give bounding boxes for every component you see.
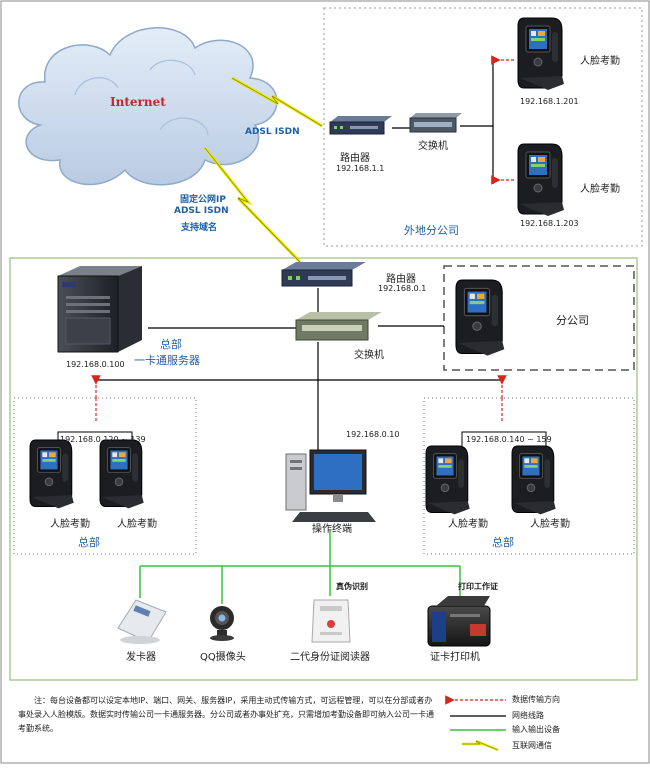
- right-group-title: 总部: [492, 536, 514, 549]
- legend-data-direction: 数据传输方向: [512, 695, 560, 704]
- branch-frame: [443, 265, 635, 371]
- face-attendance-terminal-icon: [511, 445, 556, 515]
- face-attendance-terminal-icon: [425, 445, 470, 515]
- terminal-label: 操作终端: [312, 524, 352, 535]
- id-reader-note: 真伪识别: [336, 582, 368, 591]
- left-device2-label: 人脸考勤: [117, 519, 157, 530]
- adsl-isdn-hq-label: ADSL ISDN: [174, 206, 229, 216]
- hq-router-label: 路由器: [386, 274, 416, 285]
- hq-router-ip: 192.168.0.1: [378, 284, 427, 293]
- server-ip: 192.168.0.100: [66, 360, 125, 369]
- switch-icon: [295, 312, 382, 341]
- card-printer-icon: [427, 596, 491, 647]
- remote-device2-ip: 192.168.1.203: [520, 219, 579, 228]
- face-attendance-terminal-icon: [517, 17, 564, 90]
- id-reader-label: 二代身份证阅读器: [290, 652, 370, 663]
- right-device1-label: 人脸考勤: [448, 519, 488, 530]
- switch-icon: [409, 113, 462, 133]
- remote-router-label: 路由器: [340, 153, 370, 164]
- right-group-range: 192.168.0.140 ~ 159: [466, 435, 552, 444]
- left-group-frame: [13, 397, 197, 555]
- right-device2-label: 人脸考勤: [530, 519, 570, 530]
- server-title-1: 总部: [160, 338, 182, 351]
- face-attendance-terminal-icon: [517, 143, 564, 216]
- remote-router-ip: 192.168.1.1: [336, 164, 385, 173]
- webcam-icon: [210, 606, 234, 641]
- card-issuer-label: 发卡器: [126, 652, 156, 663]
- remote-branch-title: 外地分公司: [404, 224, 459, 237]
- remote-device1-ip: 192.168.1.201: [520, 97, 579, 106]
- remote-device2-label: 人脸考勤: [580, 184, 620, 195]
- remote-device1-label: 人脸考勤: [580, 56, 620, 67]
- server-icon: [57, 266, 142, 353]
- card-reader-icon: [117, 599, 167, 644]
- camera-label: QQ摄像头: [200, 652, 246, 663]
- router-icon: [329, 116, 392, 135]
- left-device1-label: 人脸考勤: [50, 519, 90, 530]
- left-group-title: 总部: [78, 536, 100, 549]
- right-group-frame: [423, 397, 635, 555]
- internet-label: Internet: [110, 95, 166, 109]
- legend-network-line-label: 网络线路: [512, 711, 544, 720]
- remote-branch-frame: [323, 7, 643, 247]
- domain-support-label: 支持域名: [181, 223, 218, 233]
- remote-switch-label: 交换机: [418, 141, 448, 152]
- router-icon: [281, 262, 366, 287]
- left-group-range: 192.168.0.120 ~ 139: [60, 435, 146, 444]
- server-title-2: 一卡通服务器: [134, 354, 200, 367]
- face-attendance-terminal-icon: [99, 439, 144, 509]
- branch-label: 分公司: [556, 314, 589, 327]
- internet-link-hq: [203, 147, 302, 264]
- computer-icon: [285, 449, 376, 522]
- footer-note: 注：每台设备都可以设定本地IP、端口、网关、服务器IP，采用主动式传输方式，可远…: [18, 696, 434, 733]
- terminal-ip: 192.168.0.10: [346, 430, 400, 439]
- card-printer-note: 打印工作证: [458, 582, 498, 591]
- card-printer-label: 证卡打印机: [430, 652, 480, 663]
- static-ip-label: 固定公网IP: [180, 195, 226, 205]
- adsl-isdn-label: ADSL ISDN: [245, 127, 300, 137]
- internet-cloud-icon: [18, 27, 278, 186]
- id-card-reader-icon: [311, 599, 351, 643]
- hq-switch-label: 交换机: [354, 350, 384, 361]
- legend-internet-line: [462, 739, 499, 752]
- face-attendance-terminal-icon: [455, 279, 505, 356]
- face-attendance-terminal-icon: [29, 439, 74, 509]
- hq-frame: [9, 257, 638, 681]
- legend-io-label: 输入输出设备: [512, 725, 560, 734]
- legend-internet-label: 互联网通信: [512, 741, 552, 750]
